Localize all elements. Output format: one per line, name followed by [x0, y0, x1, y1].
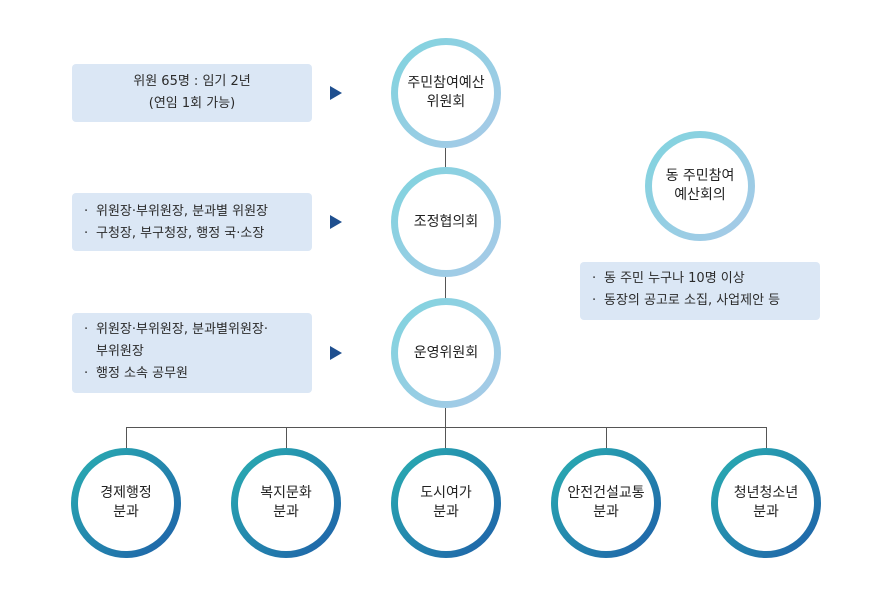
- node-label: 청년청소년: [733, 485, 799, 501]
- connector-steering-bus: [445, 405, 446, 427]
- node-label: 경제행정: [100, 485, 152, 501]
- budget-info-box: 위원 65명 : 임기 2년 (연임 1회 가능): [72, 64, 312, 122]
- dong-info-item: 동 주민 누구나 10명 이상: [592, 268, 820, 290]
- coordination-info-item: 구청장, 부구청장, 행정 국·소장: [84, 223, 312, 245]
- arrow-right-icon: [330, 346, 342, 360]
- steering-committee-node: 운영위원회: [391, 298, 501, 408]
- node-label: 운영위원회: [413, 344, 479, 361]
- node-label: 분과: [113, 504, 139, 520]
- connector-sub-1: [126, 427, 127, 449]
- connector-sub-4: [606, 427, 607, 449]
- subcommittee-bus-line: [126, 427, 767, 428]
- steering-info-item-cont: 부위원장: [84, 341, 312, 363]
- node-label: 도시여가: [420, 485, 472, 501]
- steering-info-item-continuation: 부위원장: [96, 344, 144, 359]
- budget-info-line-1: 위원 65명 : 임기 2년: [133, 74, 251, 89]
- coordination-info-box: 위원장·부위원장, 분과별 위원장 구청장, 부구청장, 행정 국·소장: [72, 193, 312, 251]
- node-label: 분과: [273, 504, 299, 520]
- dong-info-box: 동 주민 누구나 10명 이상 동장의 공고로 소집, 사업제안 등: [580, 262, 820, 320]
- arrow-right-icon: [330, 86, 342, 100]
- connector-coordination-steering: [445, 275, 446, 303]
- budget-info-line-2: (연임 1회 가능): [148, 96, 236, 111]
- node-label: 위원회: [426, 94, 466, 110]
- node-label: 분과: [593, 504, 619, 520]
- node-label: 주민참여예산: [407, 75, 485, 91]
- connector-budget-coordination: [445, 147, 446, 173]
- node-label: 복지문화: [260, 485, 312, 501]
- node-label: 조정협의회: [413, 213, 479, 230]
- arrow-right-icon: [330, 215, 342, 229]
- dong-info-item: 동장의 공고로 소집, 사업제안 등: [592, 290, 820, 312]
- node-label: 분과: [753, 504, 779, 520]
- coordination-info-item: 위원장·부위원장, 분과별 위원장: [84, 201, 312, 223]
- steering-info-box: 위원장·부위원장, 분과별위원장· 부위원장 행정 소속 공무원: [72, 313, 312, 393]
- connector-sub-2: [286, 427, 287, 449]
- node-label: 분과: [433, 504, 459, 520]
- node-label: 동 주민참여: [665, 168, 735, 184]
- node-label: 예산회의: [674, 187, 726, 203]
- coordination-council-node: 조정협의회: [391, 167, 501, 277]
- connector-sub-3: [445, 427, 446, 449]
- connector-sub-5: [766, 427, 767, 449]
- node-label: 안전건설교통: [567, 485, 645, 501]
- steering-info-item: 위원장·부위원장, 분과별위원장·: [84, 319, 312, 341]
- steering-info-item: 행정 소속 공무원: [84, 363, 312, 385]
